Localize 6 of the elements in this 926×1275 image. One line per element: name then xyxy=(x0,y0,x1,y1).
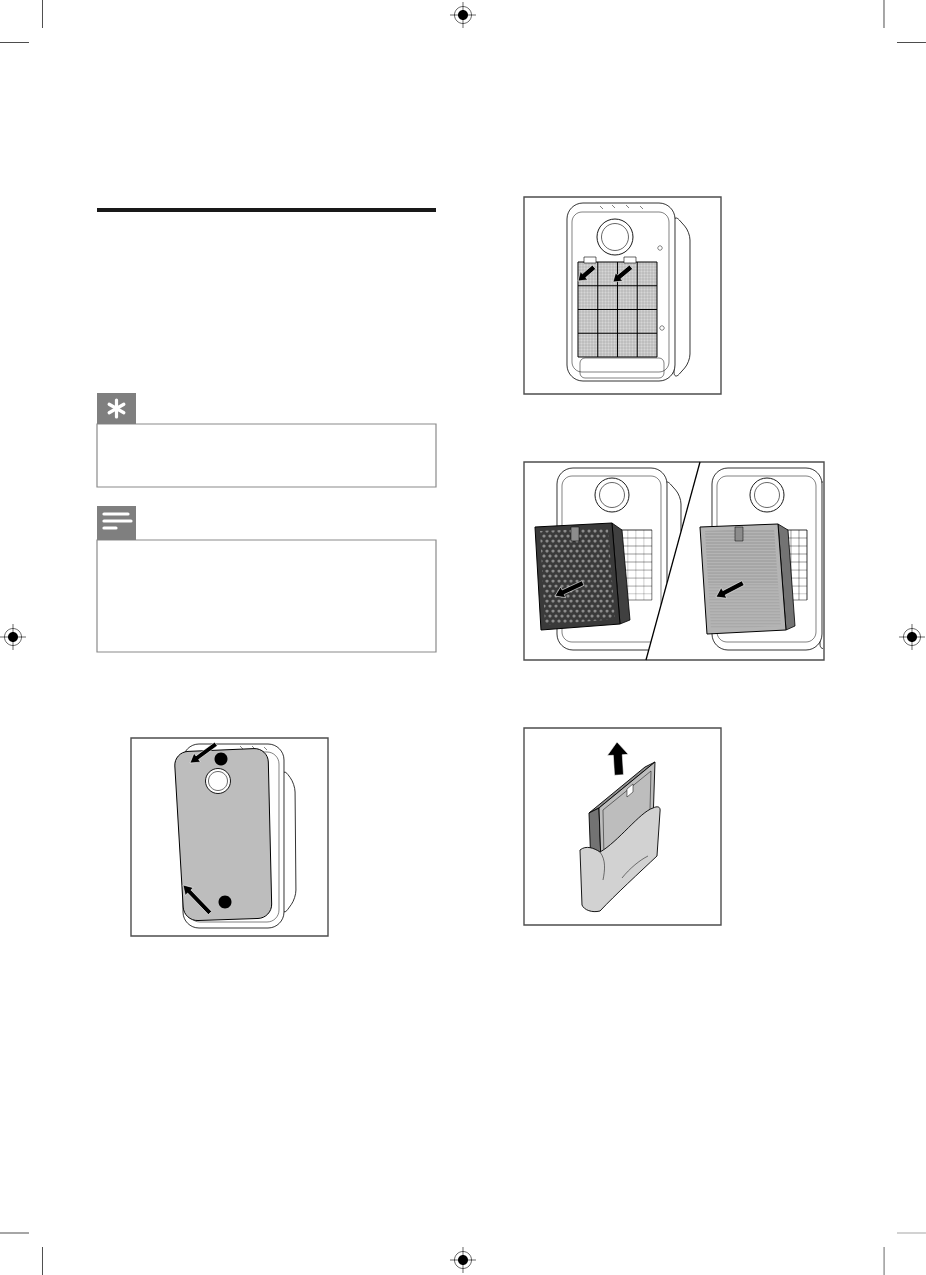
illustration-frame xyxy=(523,727,722,926)
tip-box xyxy=(96,423,437,488)
illustration-frame xyxy=(523,196,722,395)
note-box xyxy=(96,539,437,653)
illustration-frame xyxy=(523,461,825,661)
illustration-frame xyxy=(130,737,329,937)
